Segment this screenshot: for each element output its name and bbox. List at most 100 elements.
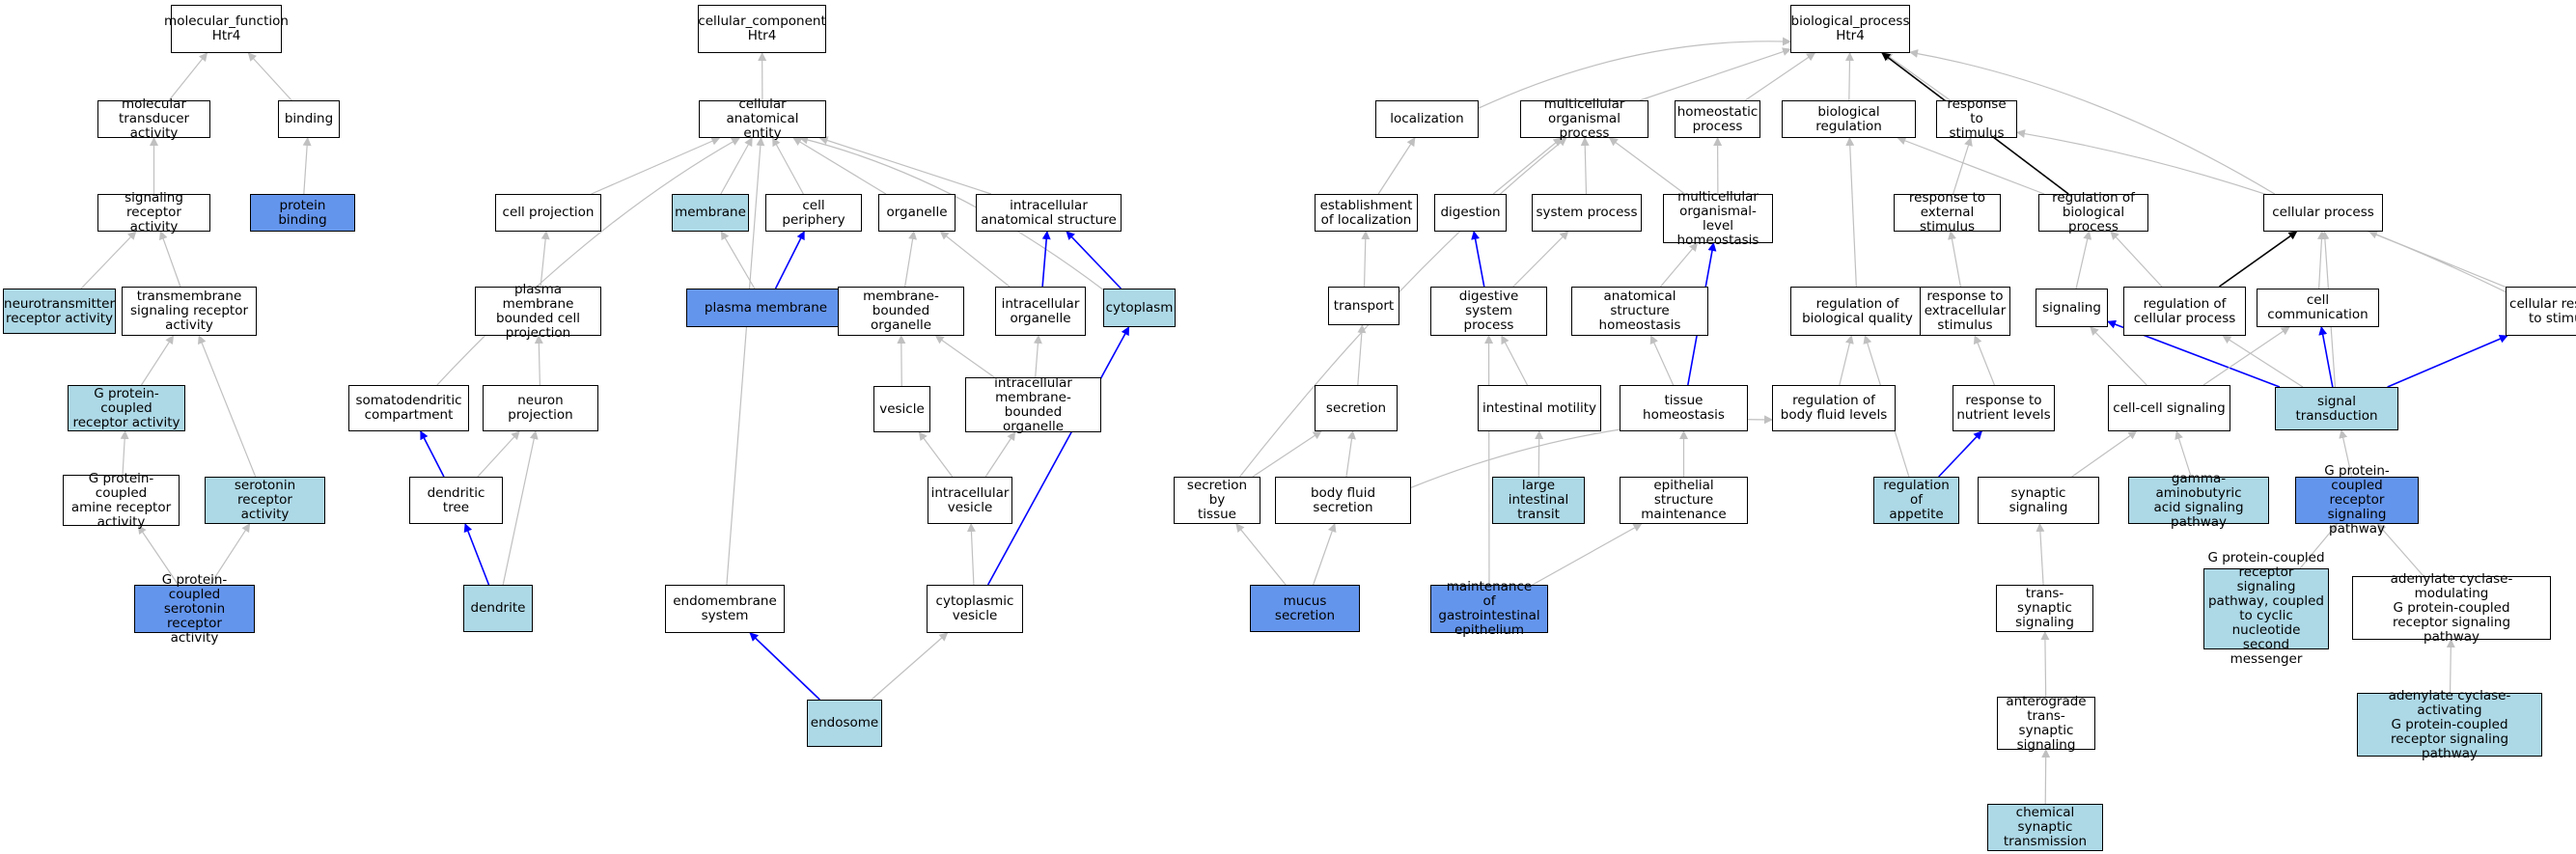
go-term-node-crs[interactable]: cellular response to stimulus bbox=[2506, 287, 2576, 336]
go-term-node-mbo[interactable]: membrane-bounded organelle bbox=[838, 287, 964, 336]
go-term-node-dig[interactable]: digestion bbox=[1434, 194, 1507, 232]
go-term-node-dsp[interactable]: digestive system process bbox=[1430, 287, 1547, 336]
go-term-node-gpcrsp[interactable]: G protein-coupled receptor signaling pat… bbox=[2295, 464, 2419, 537]
go-term-node-cc2[interactable]: cell communication bbox=[2257, 289, 2379, 327]
go-term-node-rtexs[interactable]: response to extracellular stimulus bbox=[1920, 287, 2010, 336]
go-term-node-sera[interactable]: serotonin receptor activity bbox=[205, 477, 325, 524]
go-term-node-rts[interactable]: response to stimulus bbox=[1936, 97, 2017, 141]
go-term-node-mop[interactable]: multicellular organismal process bbox=[1520, 97, 1648, 141]
go-term-node-ash[interactable]: anatomical structure homeostasis bbox=[1571, 287, 1708, 336]
edge-st-to-cc2 bbox=[2318, 326, 2334, 388]
edge-ash-to-molh bbox=[1660, 242, 1699, 288]
go-term-node-dtree[interactable]: dendritic tree bbox=[409, 477, 503, 524]
go-term-node-mf[interactable]: molecular_function Htr4 bbox=[164, 5, 289, 53]
go-term-node-imbo[interactable]: intracellular membrane-bounded organelle bbox=[965, 375, 1101, 433]
go-term-node-cp[interactable]: cellular process bbox=[2263, 194, 2383, 232]
go-term-node-molh[interactable]: multicellular organismal-level homeostas… bbox=[1663, 189, 1773, 247]
edge-dtree-to-np bbox=[477, 430, 520, 478]
go-term-node-pb[interactable]: protein binding bbox=[250, 194, 355, 232]
go-term-node-im[interactable]: intestinal motility bbox=[1478, 385, 1601, 431]
go-term-node-esm[interactable]: epithelial structure maintenance bbox=[1620, 477, 1748, 524]
go-term-node-endo[interactable]: endosome bbox=[807, 700, 882, 747]
go-term-node-gpcra[interactable]: G protein-coupled receptor activity bbox=[68, 385, 185, 431]
go-term-node-loc[interactable]: localization bbox=[1375, 100, 1479, 138]
go-term-node-secr[interactable]: secretion bbox=[1315, 385, 1398, 431]
go-term-node-rbfl[interactable]: regulation of body fluid levels bbox=[1772, 385, 1896, 431]
go-term-node-sbt[interactable]: secretion by tissue bbox=[1174, 477, 1260, 524]
go-term-node-acagp[interactable]: adenylate cyclase-activating G protein-c… bbox=[2357, 688, 2542, 760]
go-term-node-cproj[interactable]: cell projection bbox=[495, 194, 601, 232]
edge-rbfl-to-rbq bbox=[1839, 335, 1854, 386]
go-term-node-rbp[interactable]: regulation of biological process bbox=[2038, 191, 2148, 234]
edge-endo-to-cv bbox=[871, 632, 949, 701]
go-term-node-sig[interactable]: signaling bbox=[2036, 289, 2108, 327]
edge-layer bbox=[80, 37, 2508, 805]
edge-bind-to-mf bbox=[247, 52, 292, 101]
go-term-node-gpcamra[interactable]: G protein-coupled amine receptor activit… bbox=[63, 471, 180, 529]
go-term-node-org[interactable]: organelle bbox=[878, 194, 956, 232]
go-term-node-breg[interactable]: biological regulation bbox=[1782, 100, 1916, 138]
go-term-node-memb[interactable]: membrane bbox=[672, 194, 749, 232]
edge-rcp-to-rbp bbox=[2110, 231, 2163, 288]
edge-iv-to-imbo bbox=[984, 431, 1016, 478]
go-term-node-rtnl[interactable]: response to nutrient levels bbox=[1953, 385, 2055, 431]
edge-crs-to-rts bbox=[2016, 129, 2507, 292]
edge-dsp-to-sp bbox=[1512, 231, 1569, 288]
go-term-node-cae[interactable]: cellular anatomical entity bbox=[699, 97, 826, 141]
go-term-node-atss[interactable]: anterograde trans-synaptic signaling bbox=[1997, 694, 2095, 752]
go-term-node-iv[interactable]: intracellular vesicle bbox=[928, 477, 1012, 524]
edge-gpcamra-to-gpcra bbox=[120, 430, 129, 476]
edge-mgie-to-esm bbox=[1532, 523, 1643, 586]
edge-mop-to-bp bbox=[1639, 47, 1791, 101]
go-term-node-ss[interactable]: synaptic signaling bbox=[1978, 477, 2099, 524]
go-term-node-cc[interactable]: cellular_component Htr4 bbox=[698, 5, 826, 53]
go-term-node-acmgp[interactable]: adenylate cyclase-modulating G protein-c… bbox=[2352, 571, 2551, 644]
go-term-node-cv[interactable]: cytoplasmic vesicle bbox=[927, 585, 1023, 633]
go-term-node-trans[interactable]: transport bbox=[1328, 287, 1399, 325]
go-term-node-sp[interactable]: system process bbox=[1532, 194, 1642, 232]
go-term-node-gpcrspcn[interactable]: G protein-coupled receptor signaling pat… bbox=[2203, 551, 2329, 667]
go-term-node-roa[interactable]: regulation of appetite bbox=[1873, 477, 1959, 524]
go-term-node-nra[interactable]: neurotransmitter receptor activity bbox=[3, 289, 116, 334]
go-term-node-ias[interactable]: intracellular anatomical structure bbox=[976, 194, 1122, 232]
go-term-node-rcp[interactable]: regulation of cellular process bbox=[2123, 287, 2246, 336]
go-term-node-eol[interactable]: establishment of localization bbox=[1315, 194, 1418, 232]
edge-dend-to-dtree bbox=[463, 523, 490, 586]
go-term-node-bind[interactable]: binding bbox=[278, 100, 340, 138]
go-term-node-dend[interactable]: dendrite bbox=[463, 585, 533, 632]
go-term-node-sdc[interactable]: somatodendritic compartment bbox=[348, 385, 469, 431]
go-term-node-hp[interactable]: homeostatic process bbox=[1675, 100, 1760, 138]
edge-iv-to-ves bbox=[918, 431, 954, 478]
go-term-node-ves[interactable]: vesicle bbox=[873, 386, 930, 432]
go-term-node-pm[interactable]: plasma membrane bbox=[686, 289, 845, 327]
go-term-node-bfs[interactable]: body fluid secretion bbox=[1275, 477, 1411, 524]
edge-cproj-to-cae bbox=[591, 137, 721, 195]
go-term-node-tsra[interactable]: transmembrane signaling receptor activit… bbox=[122, 287, 257, 336]
edge-st-to-crs bbox=[2387, 335, 2508, 388]
edge-pm-to-cperi bbox=[774, 231, 805, 289]
go-term-node-ms[interactable]: mucus secretion bbox=[1250, 585, 1360, 632]
go-term-node-sra[interactable]: signaling receptor activity bbox=[97, 191, 210, 234]
go-term-node-cyto[interactable]: cytoplasm bbox=[1103, 289, 1176, 327]
go-term-node-mgie[interactable]: maintenance of gastrointestinal epitheli… bbox=[1430, 580, 1548, 638]
go-term-node-gabasp[interactable]: gamma-aminobutyric acid signaling pathwa… bbox=[2128, 471, 2269, 529]
go-term-node-cperi[interactable]: cell periphery bbox=[765, 194, 862, 232]
go-term-node-lit[interactable]: large intestinal transit bbox=[1492, 477, 1585, 524]
go-term-node-io[interactable]: intracellular organelle bbox=[995, 287, 1086, 336]
go-term-node-gpcsra[interactable]: G protein-coupled serotonin receptor act… bbox=[134, 572, 255, 645]
go-term-node-rtes[interactable]: response to external stimulus bbox=[1894, 191, 2001, 234]
go-term-node-cst[interactable]: chemical synaptic transmission bbox=[1987, 804, 2103, 851]
go-term-node-pmbcp[interactable]: plasma membrane bounded cell projection bbox=[475, 282, 601, 340]
go-term-node-np[interactable]: neuron projection bbox=[483, 385, 598, 431]
go-term-node-mta[interactable]: molecular transducer activity bbox=[97, 97, 210, 141]
edge-cst-to-atss bbox=[2041, 749, 2051, 805]
go-term-node-th[interactable]: tissue homeostasis bbox=[1620, 385, 1748, 431]
go-term-node-bp[interactable]: biological_process Htr4 bbox=[1790, 5, 1910, 53]
go-term-node-tss[interactable]: trans-synaptic signaling bbox=[1996, 585, 2093, 632]
go-term-node-ccs[interactable]: cell-cell signaling bbox=[2108, 385, 2230, 431]
go-term-node-rbq[interactable]: regulation of biological quality bbox=[1790, 287, 1925, 336]
edge-rcp-to-cp bbox=[2218, 231, 2298, 288]
go-term-node-endosys[interactable]: endomembrane system bbox=[665, 585, 785, 633]
go-term-node-st[interactable]: signal transduction bbox=[2275, 387, 2398, 430]
